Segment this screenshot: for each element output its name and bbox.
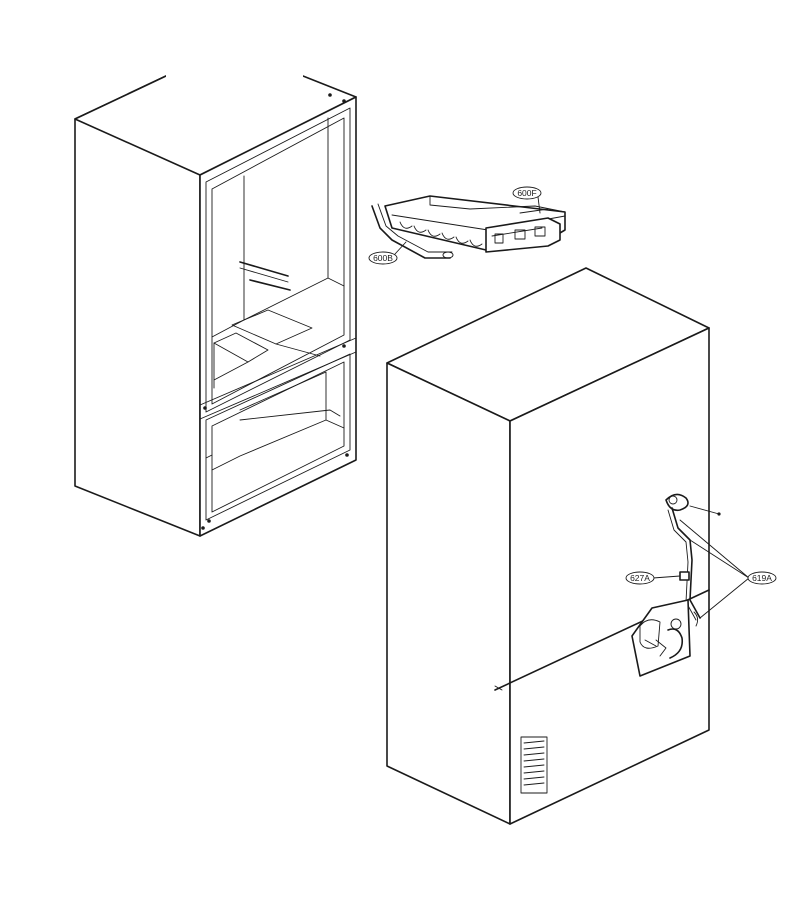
cabinet-rear-side bbox=[386, 362, 511, 825]
callout-619a: 619A bbox=[679, 519, 777, 619]
cabinet-rear-view: 627A 619A bbox=[386, 267, 777, 825]
ice-maker-assembly: 600F 600B bbox=[368, 186, 566, 265]
ice-maker-control-box bbox=[485, 217, 561, 253]
callout-600f-label: 600F bbox=[517, 188, 536, 198]
callout-600b-label: 600B bbox=[373, 253, 393, 263]
crisper-cover bbox=[231, 309, 313, 345]
center-mullion bbox=[199, 337, 357, 420]
callout-600f: 600F bbox=[512, 186, 542, 214]
callout-627a-label: 627A bbox=[630, 573, 650, 583]
callout-619a-label: 619A bbox=[752, 573, 772, 583]
shelf-rail bbox=[239, 261, 291, 291]
water-tube bbox=[671, 507, 701, 619]
cabinet-rear-back bbox=[509, 327, 710, 825]
cabinet-top bbox=[74, 75, 357, 176]
fresh-food-opening bbox=[205, 107, 351, 413]
cabinet-front-frame bbox=[199, 96, 357, 537]
cabinet-front-view bbox=[74, 74, 357, 537]
freezer-opening bbox=[205, 353, 351, 521]
ice-maker-bail-arm bbox=[371, 203, 454, 259]
screw bbox=[328, 93, 332, 97]
callout-627a: 627A bbox=[625, 571, 681, 585]
water-valve-assembly bbox=[631, 493, 721, 677]
tube-clamp bbox=[679, 571, 690, 581]
rear-vent-grille bbox=[520, 736, 548, 794]
callout-600b: 600B bbox=[368, 241, 407, 265]
